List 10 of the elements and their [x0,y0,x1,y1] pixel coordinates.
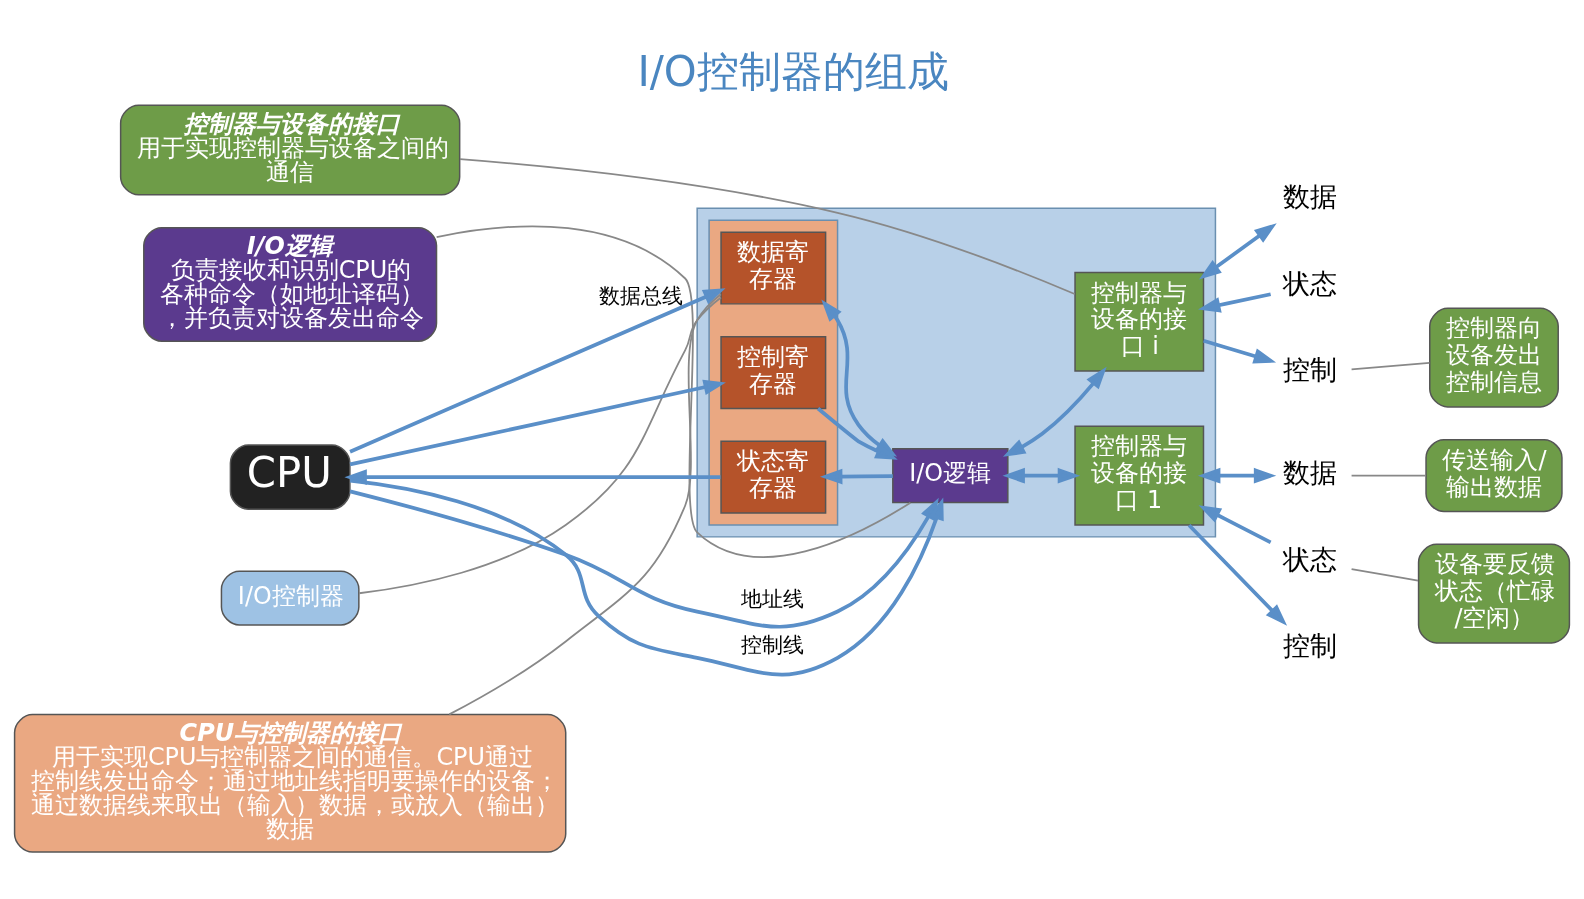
node-text: 数据 [1283,457,1338,489]
edge-label: 数据总线 [598,283,683,308]
node-text: 控制 [1283,354,1338,386]
edge-label: 控制线 [741,633,805,658]
node-text: 控制 [1283,630,1338,662]
node-text: 数据 [1283,180,1338,212]
node-text: 状态 [1283,267,1338,299]
edge-label: 地址线 [741,586,805,611]
node-text: 状态 [1283,543,1338,575]
diagram-title: I/O控制器的组成 [637,47,949,97]
